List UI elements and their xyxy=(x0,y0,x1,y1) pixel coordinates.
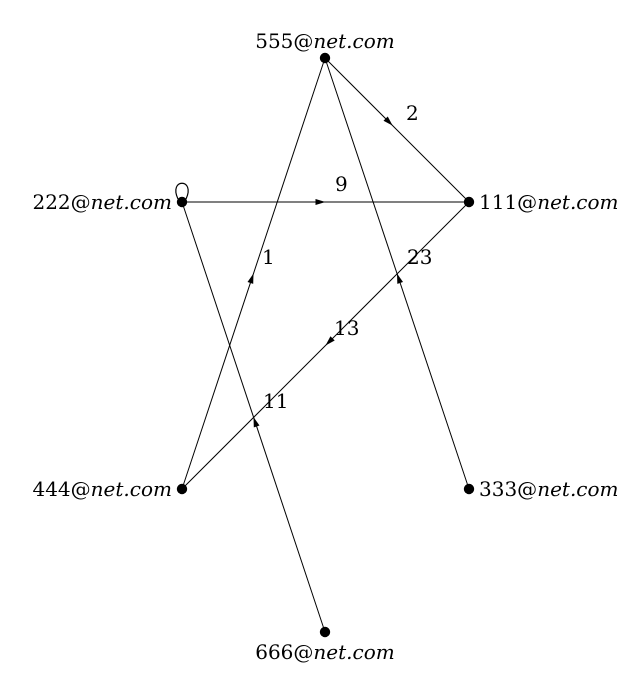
nodes-layer xyxy=(176,52,475,638)
arrowhead-333-555 xyxy=(397,273,404,284)
node-label-domain-444: net.com xyxy=(91,477,172,501)
edge-weight-333-555: 23 xyxy=(407,245,432,269)
arrowhead-222-111 xyxy=(315,199,326,205)
node-label-domain-111: net.com xyxy=(537,190,618,214)
node-label-user-555: 555@ xyxy=(255,29,313,53)
arrows-layer xyxy=(247,116,404,428)
node-label-domain-555: net.com xyxy=(313,29,394,53)
node-label-666: 666@net.com xyxy=(255,640,395,664)
node-label-domain-222: net.com xyxy=(91,190,172,214)
node-label-444: 444@net.com xyxy=(32,477,172,501)
self-loops-layer xyxy=(175,182,189,200)
node-label-555: 555@net.com xyxy=(255,29,395,53)
node-666 xyxy=(319,626,331,638)
self-loop-222 xyxy=(175,182,189,200)
node-333 xyxy=(463,483,475,495)
edge-weight-666-222: 11 xyxy=(263,389,288,413)
edge-weight-222-111: 9 xyxy=(335,172,348,196)
node-label-222: 222@net.com xyxy=(32,190,172,214)
edges-layer xyxy=(181,57,470,633)
node-555 xyxy=(319,52,331,64)
node-111 xyxy=(463,196,475,208)
edge-555-111 xyxy=(324,57,470,203)
edge-weight-555-111: 2 xyxy=(406,101,419,125)
edge-weight-111-444: 13 xyxy=(334,316,359,340)
node-label-user-333: 333@ xyxy=(479,477,537,501)
node-label-user-444: 444@ xyxy=(32,477,90,501)
node-label-333: 333@net.com xyxy=(479,477,619,501)
node-label-domain-666: net.com xyxy=(313,640,394,664)
arrowhead-444-555 xyxy=(247,273,254,284)
node-444 xyxy=(176,483,188,495)
arrowhead-111-444 xyxy=(325,336,335,346)
node-label-user-111: 111@ xyxy=(479,190,537,214)
node-label-111: 111@net.com xyxy=(479,190,619,214)
edge-weight-444-555: 1 xyxy=(262,245,275,269)
arrowhead-555-111 xyxy=(383,116,393,126)
node-222 xyxy=(176,196,188,208)
edge-111-444 xyxy=(181,201,470,490)
weights-layer: 2 9 1 23 13 11 xyxy=(262,101,432,413)
node-label-domain-333: net.com xyxy=(537,477,618,501)
node-label-user-666: 666@ xyxy=(255,640,313,664)
arrowhead-666-222 xyxy=(253,417,260,428)
node-label-user-222: 222@ xyxy=(32,190,90,214)
